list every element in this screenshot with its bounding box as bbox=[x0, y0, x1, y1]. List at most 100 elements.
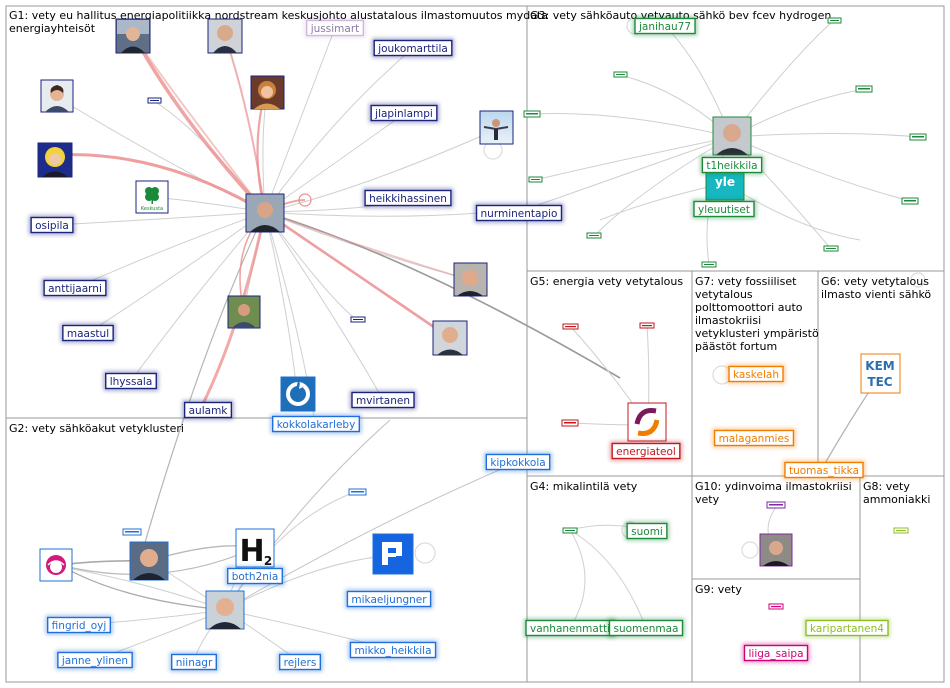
node-label-both2nia[interactable]: both2nia bbox=[225, 566, 285, 586]
mini-node[interactable] bbox=[901, 197, 919, 205]
node-label-t1heikkila[interactable]: t1heikkila bbox=[700, 155, 764, 175]
node-label-text: osipila bbox=[35, 220, 69, 232]
mini-node[interactable] bbox=[348, 488, 367, 496]
mini-node[interactable] bbox=[701, 261, 717, 268]
mini-node[interactable] bbox=[562, 527, 578, 534]
node-label-yleuutiset[interactable]: yleuutiset bbox=[692, 199, 756, 219]
mini-node[interactable] bbox=[827, 17, 842, 24]
node-label-nurminentapio[interactable]: nurminentapio bbox=[474, 203, 564, 223]
avatar[interactable] bbox=[479, 110, 514, 145]
mini-node[interactable] bbox=[768, 603, 784, 610]
node-label-mvirtanen[interactable]: mvirtanen bbox=[350, 390, 416, 410]
mini-node[interactable] bbox=[909, 133, 927, 141]
node-label-vanhanenmatti[interactable]: vanhanenmatti bbox=[524, 618, 616, 638]
avatar[interactable] bbox=[712, 116, 752, 156]
node-label-text: joukomarttila bbox=[377, 43, 448, 55]
avatar[interactable] bbox=[453, 262, 488, 297]
refresh-logo[interactable] bbox=[280, 376, 316, 412]
mini-node[interactable] bbox=[639, 322, 655, 329]
keskusta-logo-text: Keskusta bbox=[141, 206, 163, 212]
mini-node[interactable] bbox=[893, 527, 909, 534]
node-label-rejlers[interactable]: rejlers bbox=[277, 652, 323, 672]
node-label-mikko_heikkila[interactable]: mikko_heikkila bbox=[348, 640, 438, 660]
avatar[interactable] bbox=[205, 590, 245, 630]
node-label-heikkihassinen[interactable]: heikkihassinen bbox=[363, 188, 453, 208]
node-label-anttijaarni[interactable]: anttijaarni bbox=[42, 278, 108, 298]
h2-logo-letter: H bbox=[239, 534, 264, 569]
group-title-g3: G3: vety sähköauto vetyauto sähkö bev fc… bbox=[530, 9, 831, 22]
energiateol-logo[interactable] bbox=[627, 402, 667, 442]
yle-logo-text: yle bbox=[715, 175, 735, 189]
node-label-text: lhyssala bbox=[110, 376, 153, 388]
mini-node[interactable] bbox=[147, 97, 162, 104]
avatar[interactable] bbox=[250, 75, 285, 110]
node-label-energiateol[interactable]: energiateol bbox=[610, 441, 682, 461]
node-label-mikaeljungner[interactable]: mikaeljungner bbox=[345, 589, 433, 609]
mini-node[interactable] bbox=[122, 528, 142, 536]
node-label-text: jlapinlampi bbox=[374, 108, 433, 120]
node-label-jussimart[interactable]: jussimart bbox=[304, 18, 366, 38]
kemtec-logo[interactable]: KEM TEC bbox=[860, 353, 901, 394]
mini-node[interactable] bbox=[350, 316, 366, 323]
node-label-janne_ylinen[interactable]: janne_ylinen bbox=[55, 650, 135, 670]
mini-node[interactable] bbox=[855, 85, 873, 93]
group-title-g5: G5: energia vety vetytalous bbox=[530, 275, 683, 288]
kemtec-logo-bottom: TEC bbox=[867, 375, 892, 389]
avatar[interactable] bbox=[759, 533, 793, 567]
avatar[interactable] bbox=[40, 79, 74, 113]
group-title-g2: G2: vety sähköakut vetyklusteri bbox=[9, 422, 184, 435]
node-label-niinagr[interactable]: niinagr bbox=[169, 652, 219, 672]
avatar[interactable] bbox=[115, 18, 151, 54]
h2-logo[interactable]: H 2 bbox=[235, 528, 275, 569]
keskusta-logo[interactable]: Keskusta bbox=[135, 180, 169, 214]
node-label-text: kokkolakarleby bbox=[277, 419, 356, 431]
node-label-jlapinlampi[interactable]: jlapinlampi bbox=[369, 103, 439, 123]
node-label-kokkolakarleby[interactable]: kokkolakarleby bbox=[270, 414, 362, 434]
mini-node[interactable] bbox=[823, 245, 839, 252]
node-label-text: kipkokkola bbox=[490, 457, 545, 469]
node-label-text: karipartanen4 bbox=[810, 623, 884, 635]
avatar[interactable] bbox=[432, 320, 468, 356]
mini-node[interactable] bbox=[561, 419, 579, 427]
avatar[interactable] bbox=[227, 295, 261, 329]
mini-node[interactable] bbox=[562, 323, 579, 330]
avatar[interactable] bbox=[129, 541, 169, 581]
fingrid-logo[interactable] bbox=[39, 548, 73, 582]
node-label-text: maastul bbox=[67, 328, 109, 340]
mini-node[interactable] bbox=[613, 71, 628, 78]
avatar[interactable] bbox=[207, 18, 243, 54]
mini-node[interactable] bbox=[528, 176, 543, 183]
node-label-text: anttijaarni bbox=[48, 283, 102, 295]
node-label-janihau77[interactable]: janihau77 bbox=[632, 16, 698, 36]
node-label-tuomas_tikka[interactable]: tuomas_tikka bbox=[782, 460, 866, 480]
node-label-kipkokkola[interactable]: kipkokkola bbox=[484, 452, 552, 472]
kemtec-logo-top: KEM bbox=[865, 359, 894, 373]
node-label-osipila[interactable]: osipila bbox=[29, 215, 75, 235]
node-label-liiga_saipa[interactable]: liiga_saipa bbox=[742, 643, 810, 663]
node-label-karipartanen4[interactable]: karipartanen4 bbox=[804, 618, 890, 638]
avatar[interactable] bbox=[37, 142, 73, 178]
node-label-aulamk[interactable]: aulamk bbox=[182, 400, 234, 420]
mini-node[interactable] bbox=[766, 501, 786, 509]
node-label-joukomarttila[interactable]: joukomarttila bbox=[372, 38, 454, 58]
node-label-fingrid_oyj[interactable]: fingrid_oyj bbox=[45, 615, 113, 635]
node-label-suomenmaa[interactable]: suomenmaa bbox=[607, 618, 685, 638]
mini-node[interactable] bbox=[523, 110, 541, 118]
node-label-lhyssala[interactable]: lhyssala bbox=[103, 371, 159, 391]
avatar-hub[interactable] bbox=[245, 193, 285, 233]
node-label-text: malaganmies bbox=[719, 433, 790, 445]
node-label-maastul[interactable]: maastul bbox=[60, 323, 116, 343]
mini-node[interactable] bbox=[586, 232, 602, 239]
node-label-text: liiga_saipa bbox=[748, 648, 803, 660]
node-label-suomi[interactable]: suomi bbox=[625, 521, 669, 541]
mikaeljungner-logo[interactable] bbox=[372, 533, 414, 575]
node-label-malaganmies[interactable]: malaganmies bbox=[712, 428, 796, 448]
node-label-text: nurminentapio bbox=[481, 208, 558, 220]
group-title-g7: G7: vety fossiiliset vetytalous polttomo… bbox=[695, 275, 822, 353]
node-label-text: mvirtanen bbox=[356, 395, 410, 407]
node-label-text: rejlers bbox=[284, 657, 317, 669]
node-label-kaskelah[interactable]: kaskelah bbox=[727, 364, 785, 384]
